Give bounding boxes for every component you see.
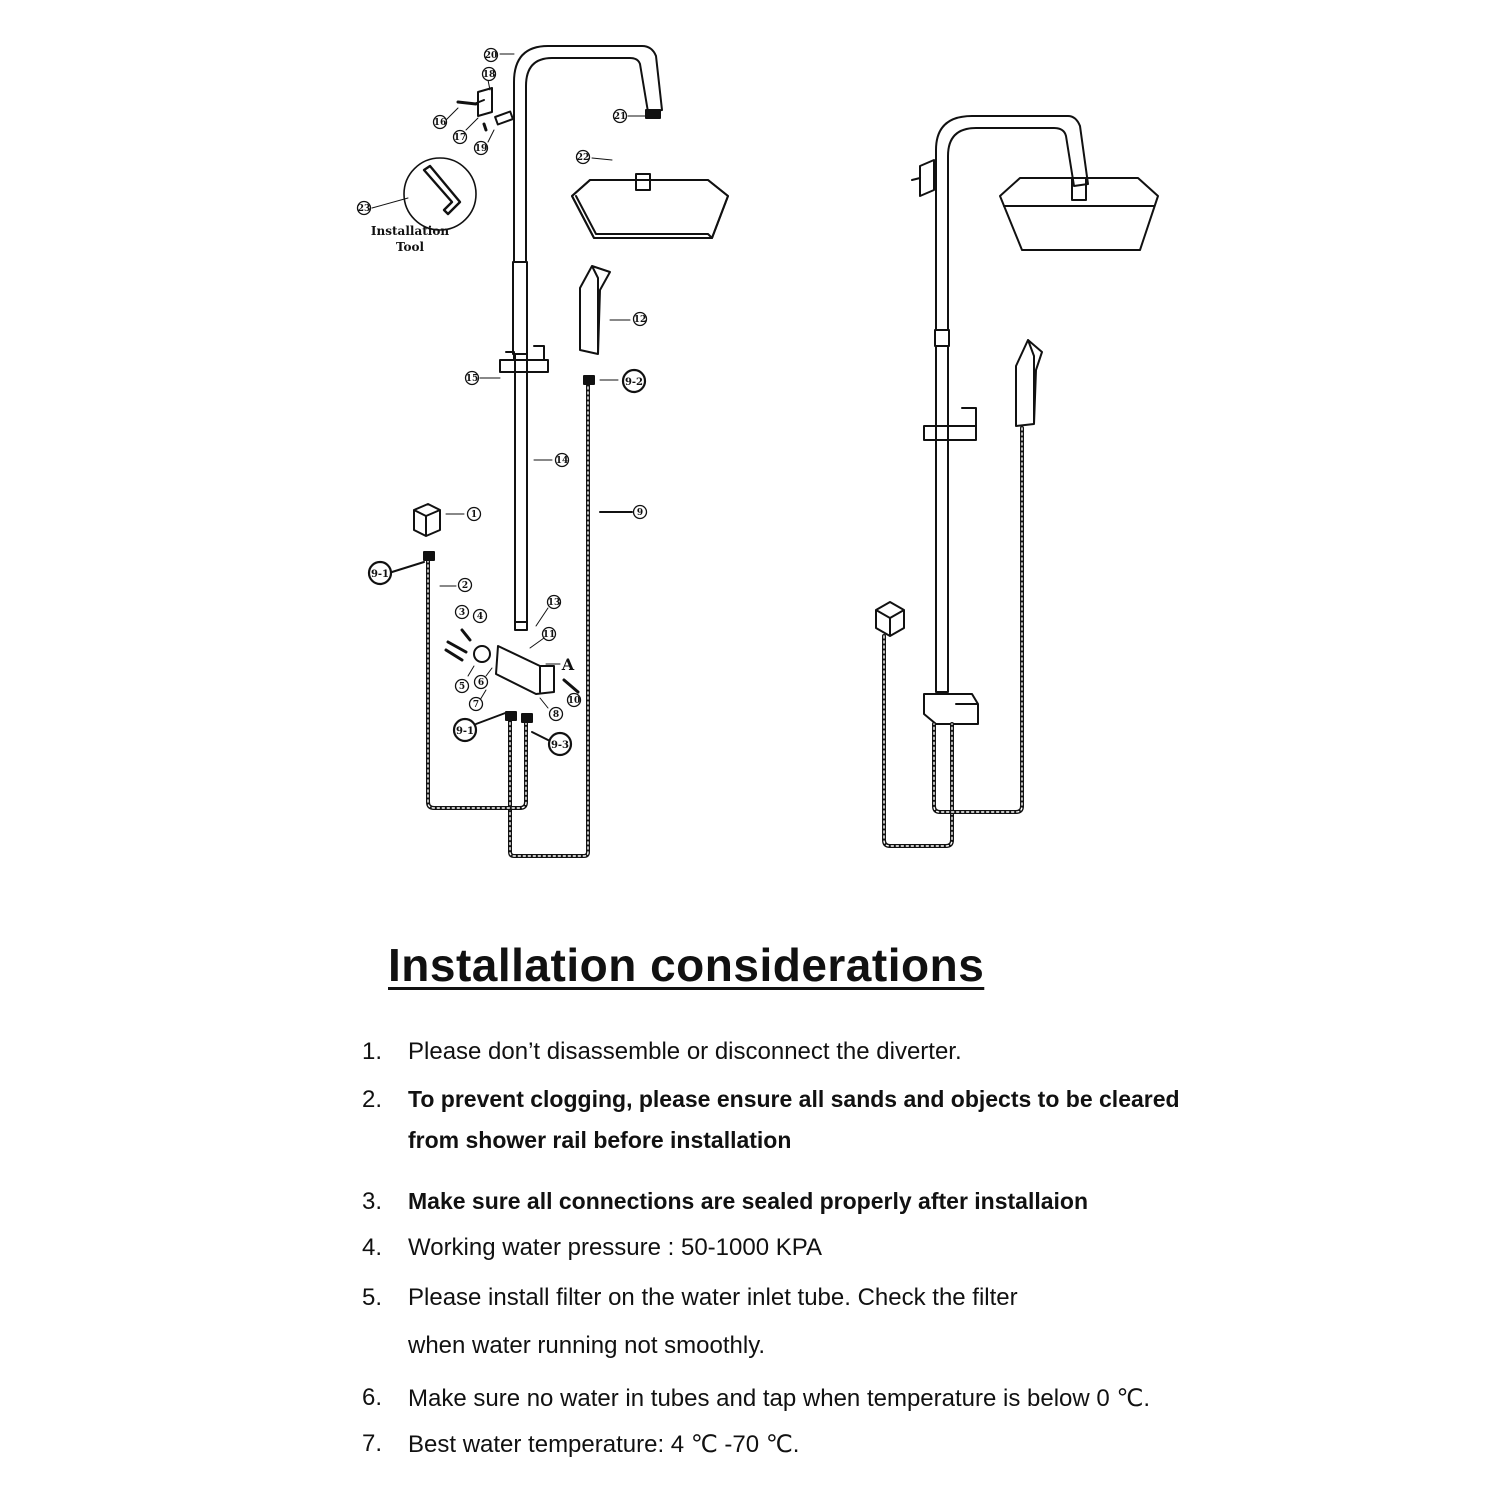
hand-shower	[579, 265, 611, 355]
note-text: Please install filter on the water inlet…	[408, 1284, 1018, 1311]
arm-nut	[645, 109, 661, 119]
note-number: 6.	[362, 1384, 383, 1411]
callout-9-1-bottom: 9-1	[456, 726, 474, 737]
wall-bracket	[473, 87, 493, 117]
callout-16: 16	[434, 118, 447, 128]
assembled-diverter	[923, 693, 979, 725]
callout-22: 22	[577, 153, 590, 163]
assembled-hose-a	[882, 634, 954, 848]
note-number: 3.	[362, 1188, 383, 1215]
callout-23: 23	[358, 204, 371, 214]
list-item: 2. To prevent clogging, please ensure all…	[362, 1086, 1180, 1154]
list-item: 3. Make sure all connections are sealed p…	[362, 1188, 1088, 1216]
callout-A: A	[561, 655, 575, 674]
note-text: Best water temperature: 4 ℃ -70 ℃.	[408, 1431, 800, 1458]
pipe-sleeve	[512, 261, 528, 355]
shower-system-diagram: 20 18 16 17 19 21 22 23 12 15 14 1 2 13 …	[356, 45, 1159, 858]
tool-label-line2: Tool	[396, 240, 425, 254]
callout-21: 21	[614, 112, 627, 122]
wall-elbow	[413, 503, 441, 537]
note-number: 5.	[362, 1284, 383, 1311]
callout-14: 14	[556, 456, 569, 466]
note-text: Please don’t disassemble or disconnect t…	[408, 1038, 962, 1065]
note-text-continued: when water running not smoothly.	[408, 1332, 766, 1359]
lower-riser-rail	[514, 353, 528, 631]
note-number: 1.	[362, 1038, 383, 1065]
callout-17: 17	[454, 133, 467, 143]
hand-shower-hose	[508, 380, 590, 858]
callout-20: 20	[485, 51, 498, 61]
note-number: 2.	[362, 1086, 383, 1113]
callout-12: 12	[634, 315, 647, 325]
note-text: To prevent clogging, please ensure all s…	[408, 1086, 1180, 1112]
callout-7: 7	[473, 700, 479, 710]
list-item: 7. Best water temperature: 4 ℃ -70 ℃.	[362, 1430, 799, 1459]
callout-15: 15	[466, 374, 479, 384]
sliding-holder	[499, 345, 549, 373]
list-item: 5. Please install filter on the water inl…	[362, 1284, 1018, 1360]
diverter-valve	[495, 645, 555, 695]
callout-11: 11	[543, 630, 556, 640]
tool-label-line1: Installation	[371, 224, 449, 238]
assembled-holder	[923, 407, 977, 441]
assembled-view	[875, 115, 1159, 848]
assembled-wall-elbow	[875, 601, 905, 637]
note-text: Working water pressure : 50-1000 KPA	[408, 1234, 822, 1261]
note-text: Make sure all connections are sealed pro…	[408, 1188, 1089, 1214]
note-text-continued: from shower rail before installation	[408, 1127, 792, 1153]
callout-9-3: 9-3	[551, 740, 569, 751]
callout-1: 1	[471, 510, 477, 520]
page-title: Installation considerations	[388, 939, 985, 991]
exploded-view	[371, 45, 729, 858]
callout-10: 10	[568, 696, 581, 706]
assembled-hand-shower	[1015, 339, 1043, 427]
callout-9-1-left: 9-1	[371, 569, 389, 580]
callout-3: 3	[459, 608, 465, 618]
callout-9: 9	[637, 508, 643, 518]
callout-8: 8	[553, 710, 559, 720]
list-item: 4. Working water pressure : 50-1000 KPA	[362, 1234, 822, 1262]
installation-tool-icon	[403, 157, 477, 231]
callout-4: 4	[477, 612, 483, 622]
assembled-lower-rail	[935, 345, 949, 693]
note-number: 7.	[362, 1430, 383, 1457]
callout-19: 19	[475, 144, 488, 154]
callout-9-2: 9-2	[625, 377, 643, 388]
note-text: Make sure no water in tubes and tap when…	[408, 1385, 1151, 1412]
list-item: 1. Please don’t disassemble or disconnect…	[362, 1038, 962, 1066]
note-number: 4.	[362, 1234, 383, 1261]
callout-5: 5	[459, 682, 465, 692]
list-item: 6. Make sure no water in tubes and tap wh…	[362, 1384, 1150, 1413]
callout-18: 18	[483, 70, 496, 80]
assembled-riser	[935, 115, 1089, 331]
callout-13: 13	[548, 598, 561, 608]
callout-2: 2	[462, 581, 468, 591]
assembled-rain-head	[999, 177, 1159, 251]
callout-6: 6	[478, 678, 484, 688]
